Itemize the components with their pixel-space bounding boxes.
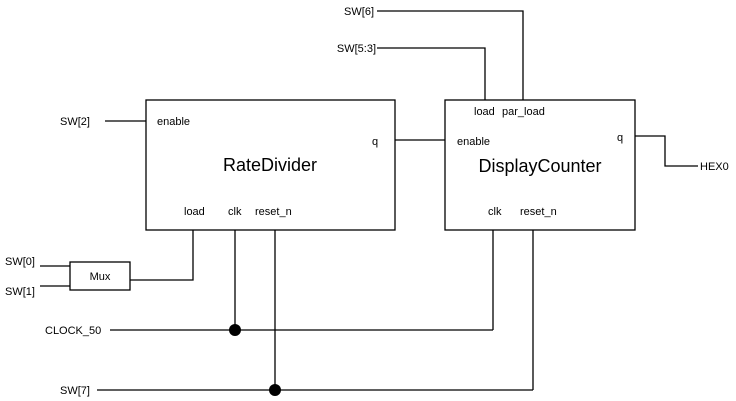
input-sw6-label: SW[6]: [344, 6, 374, 18]
display-counter-enable-label: enable: [457, 136, 490, 148]
display-counter-reset-label: reset_n: [520, 206, 557, 218]
input-sw2-label: SW[2]: [60, 116, 90, 128]
input-sw7-label: SW[7]: [60, 385, 90, 397]
signal-labels: SW[6] SW[5:3] SW[2] SW[0] SW[1] CLOCK_50…: [5, 6, 729, 397]
rate-divider-block: RateDivider enable q load clk reset_n: [145, 99, 396, 231]
rate-divider-clk-label: clk: [228, 206, 242, 218]
wire-mux-to-load: [130, 230, 194, 281]
input-sw0-label: SW[0]: [5, 256, 35, 268]
display-counter-par-load-label: par_load: [502, 106, 545, 118]
rate-divider-box: [145, 99, 396, 231]
junction-reset: [269, 384, 281, 396]
display-counter-clk-label: clk: [488, 206, 502, 218]
mux-title: Mux: [90, 271, 111, 283]
junction-clock: [229, 324, 241, 336]
rate-divider-q-label: q: [372, 136, 378, 148]
display-counter-load-label: load: [474, 106, 495, 118]
rate-divider-enable-label: enable: [157, 116, 190, 128]
mux-block: Mux: [69, 261, 131, 291]
wire-sw6: [377, 10, 524, 100]
rate-divider-reset-label: reset_n: [255, 206, 292, 218]
mux-box: [69, 261, 131, 291]
display-counter-box: [444, 99, 636, 231]
input-sw1-label: SW[1]: [5, 286, 35, 298]
wires: [40, 10, 698, 396]
input-sw53-label: SW[5:3]: [337, 43, 376, 55]
display-counter-block: DisplayCounter load par_load enable q cl…: [444, 99, 636, 231]
output-hex0-label: HEX0: [700, 161, 729, 173]
rate-divider-title: RateDivider: [223, 155, 317, 175]
input-clock-label: CLOCK_50: [45, 325, 101, 337]
display-counter-q-label: q: [617, 132, 623, 144]
wire-sw53: [377, 47, 486, 100]
rate-divider-load-label: load: [184, 206, 205, 218]
display-counter-title: DisplayCounter: [478, 156, 601, 176]
wire-hex0: [635, 135, 698, 167]
